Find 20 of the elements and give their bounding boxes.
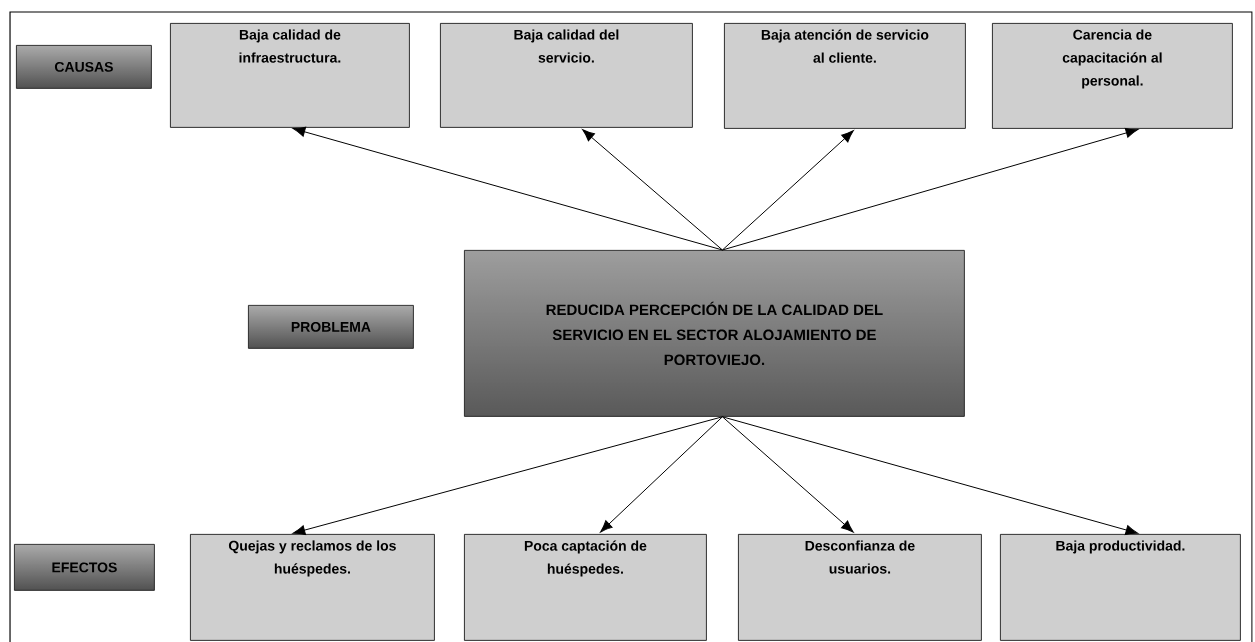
- cause-effect-box: Baja productividad.: [1000, 534, 1241, 641]
- arrow: [582, 129, 723, 251]
- section-label: PROBLEMA: [248, 305, 414, 349]
- cause-effect-box: Baja calidad del servicio.: [440, 23, 693, 128]
- section-label: EFECTOS: [14, 544, 155, 591]
- arrow: [721, 416, 1139, 535]
- arrow: [600, 416, 723, 533]
- arrow: [292, 416, 723, 536]
- cause-effect-box: Poca captación de huéspedes.: [464, 534, 707, 641]
- section-label: CAUSAS: [16, 45, 152, 89]
- cause-effect-box: Baja atención de servicio al cliente.: [724, 23, 966, 129]
- cause-effect-box: Carencia de capacitación al personal.: [992, 23, 1233, 129]
- arrow: [721, 130, 854, 251]
- cause-effect-box: Quejas y reclamos de los huéspedes.: [190, 534, 435, 641]
- cause-effect-box: Baja calidad de infraestructura.: [170, 23, 410, 128]
- problem-box: REDUCIDA PERCEPCIÓN DE LA CALIDAD DEL SERVICIO EN EL SECTOR ALOJAMIENTO DE PORTOVIEJO.: [464, 250, 965, 417]
- arrow: [721, 416, 854, 533]
- arrow: [721, 127, 1139, 251]
- cause-effect-box: Desconfianza de usuarios.: [738, 534, 982, 641]
- arrow: [292, 126, 723, 251]
